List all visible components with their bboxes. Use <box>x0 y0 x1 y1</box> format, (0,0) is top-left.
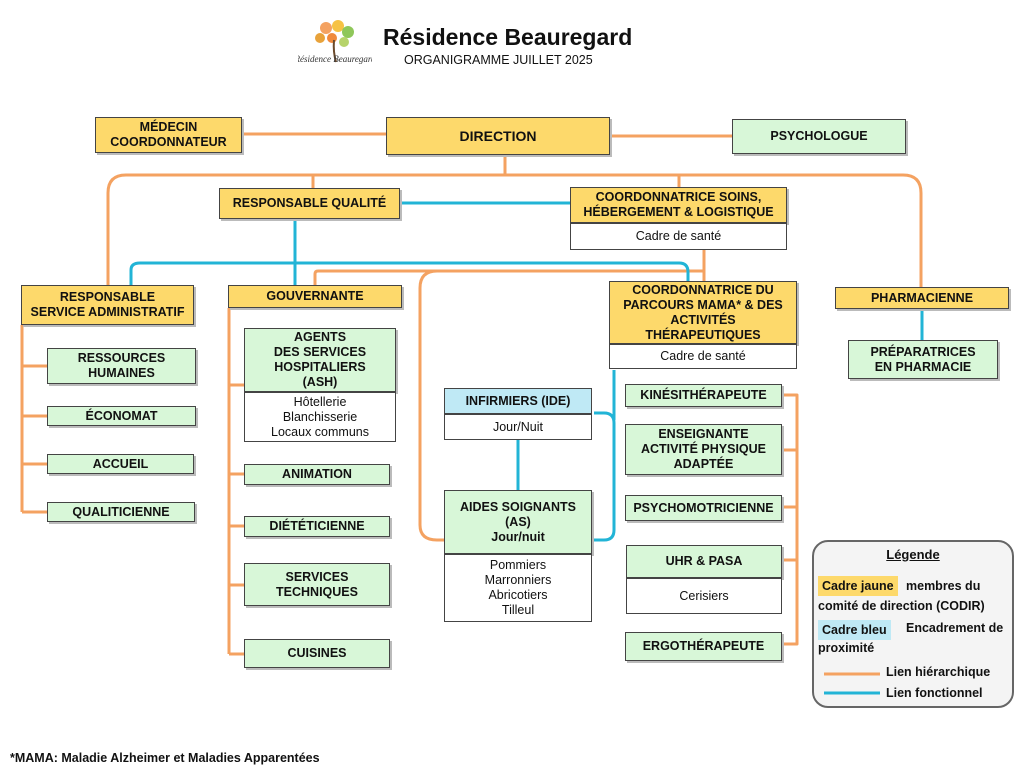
box-coordonnatrice-soins: COORDONNATRICE SOINS, HÉBERGEMENT & LOGI… <box>570 187 787 223</box>
box-gouvernante: GOUVERNANTE <box>228 285 402 308</box>
box-accueil: ACCUEIL <box>47 454 194 474</box>
legend-blue-chip: Cadre bleu <box>818 620 891 640</box>
legend-yellow-text: membres du comité de direction (CODIR) <box>818 579 985 613</box>
box-preparatrices: PRÉPARATRICES EN PHARMACIE <box>848 340 998 379</box>
logo-text: Résidence Beauregard <box>298 54 372 64</box>
box-responsable-admin: RESPONSABLE SERVICE ADMINISTRATIF <box>21 285 194 325</box>
box-kinesitherapeute: KINÉSITHÉRAPEUTE <box>625 384 782 407</box>
box-infirmiers: INFIRMIERS (IDE) <box>444 388 592 414</box>
box-qualiticienne: QUALITICIENNE <box>47 502 195 522</box>
page-subtitle: ORGANIGRAMME JUILLET 2025 <box>404 53 593 67</box>
legend-title: Légende <box>886 547 940 562</box>
page-title: Résidence Beauregard <box>383 24 633 50</box>
box-medecin-coordonnateur: MÉDECIN COORDONNATEUR <box>95 117 242 153</box>
box-uhr-pasa-detail: Cerisiers <box>626 578 782 614</box>
box-ergotherapeute: ERGOTHÉRAPEUTE <box>625 632 782 661</box>
footnote: *MAMA: Maladie Alzheimer et Maladies App… <box>10 751 320 765</box>
box-ressources-humaines: RESSOURCES HUMAINES <box>47 348 196 384</box>
legend-functional-label: Lien fonctionnel <box>886 686 983 700</box>
box-pharmacienne: PHARMACIENNE <box>835 287 1009 309</box>
box-coordonnatrice-soins-cadre: Cadre de santé <box>570 223 787 250</box>
legend-yellow-chip: Cadre jaune <box>818 576 898 596</box>
box-psychomotricienne: PSYCHOMOTRICIENNE <box>625 495 782 521</box>
box-infirmiers-detail: Jour/Nuit <box>444 414 592 440</box>
box-coordonnatrice-mama-cadre: Cadre de santé <box>609 344 797 369</box>
box-dieteticienne: DIÉTÉTICIENNE <box>244 516 390 537</box>
box-services-techniques: SERVICES TECHNIQUES <box>244 563 390 606</box>
logo: Résidence Beauregard <box>293 18 376 74</box>
box-uhr-pasa: UHR & PASA <box>626 545 782 578</box>
box-animation: ANIMATION <box>244 464 390 485</box>
box-ash: AGENTS DES SERVICES HOSPITALIERS (ASH) <box>244 328 396 392</box>
legend: Légende Cadre jaune membres du comité de… <box>812 540 1014 708</box>
box-coordonnatrice-mama: COORDONNATRICE DU PARCOURS MAMA* & DES A… <box>609 281 797 344</box>
box-psychologue: PSYCHOLOGUE <box>732 119 906 154</box>
legend-line-samples <box>824 672 880 695</box>
box-enseignante-apa: ENSEIGNANTE ACTIVITÉ PHYSIQUE ADAPTÉE <box>625 424 782 475</box>
box-ash-detail: Hôtellerie Blanchisserie Locaux communs <box>244 392 396 442</box>
box-responsable-qualite: RESPONSABLE QUALITÉ <box>219 188 400 219</box>
box-aides-soignants-detail: Pommiers Marronniers Abricotiers Tilleul <box>444 554 592 622</box>
box-aides-soignants: AIDES SOIGNANTS (AS) Jour/nuit <box>444 490 592 554</box>
box-cuisines: CUISINES <box>244 639 390 668</box>
legend-blue-text: Encadrement de proximité <box>818 621 1004 655</box>
box-direction: DIRECTION <box>386 117 610 155</box>
box-economat: ÉCONOMAT <box>47 406 196 426</box>
legend-hierarchical-label: Lien hiérarchique <box>886 665 991 679</box>
